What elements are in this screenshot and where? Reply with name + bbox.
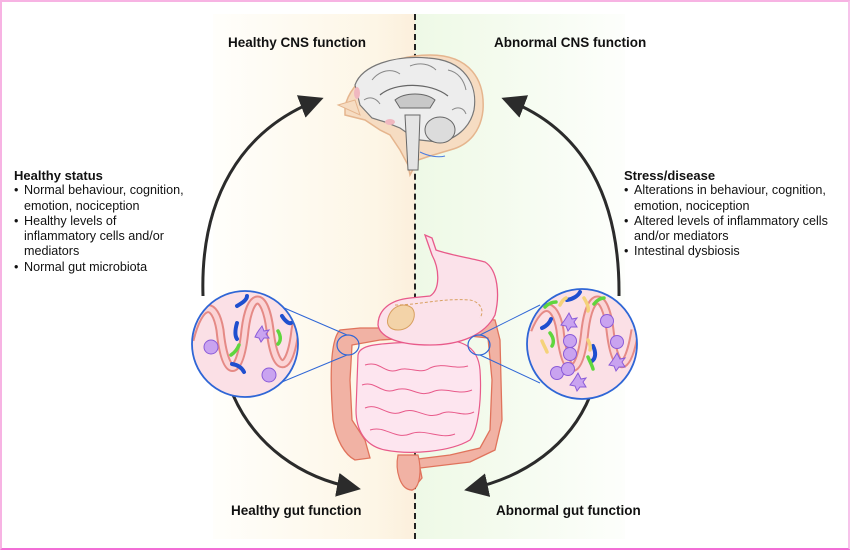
abnormal-gut-label: Abnormal gut function [496,503,641,518]
arrow-gut-to-cns-healthy [201,95,324,297]
stress-disease-panel: Stress/disease Alterations in behaviour,… [624,168,839,260]
healthy-zoom-connector [281,306,348,383]
healthy-status-title: Healthy status [14,168,103,183]
healthy-villi-magnifier-icon [191,290,299,398]
center-divider [414,14,416,539]
brain-icon [336,54,484,178]
abnormal-cns-label: Abnormal CNS function [494,35,647,50]
arrow-gut-to-cns-abnormal [501,95,621,297]
digestive-tract-icon [330,233,503,492]
healthy-status-item: Normal gut microbiota [14,260,219,276]
stress-disease-item: Intestinal dysbiosis [624,244,839,260]
healthy-status-item: Healthy levels of inflammatory cells and… [14,214,174,260]
stress-disease-title: Stress/disease [624,168,716,183]
stress-disease-item: Alterations in behaviour, cognition, emo… [624,183,839,214]
arrow-cns-to-gut-abnormal [464,395,592,497]
abnormal-zoom-connector [479,304,541,384]
healthy-gut-label: Healthy gut function [231,503,362,518]
dysbiosis-villi-magnifier-icon [526,288,638,400]
stress-disease-item: Altered levels of inflammatory cells and… [624,214,839,245]
healthy-status-item: Normal behaviour, cognition, emotion, no… [14,183,219,214]
healthy-cns-label: Healthy CNS function [228,35,367,50]
arrow-cns-to-gut-healthy [231,394,361,497]
healthy-status-panel: Healthy status Normal behaviour, cogniti… [14,168,219,275]
